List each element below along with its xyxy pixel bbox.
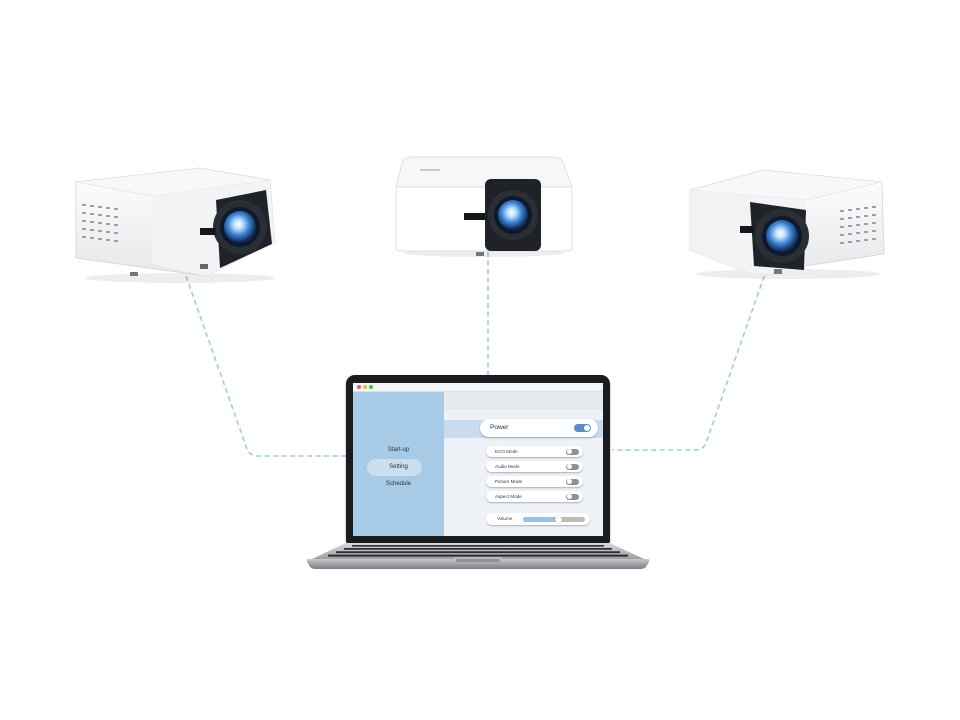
toggle-knob bbox=[566, 464, 572, 469]
setting-label: Audio Mode bbox=[495, 464, 520, 469]
window-titlebar bbox=[353, 383, 603, 392]
sidebar-item-label: Schedule bbox=[385, 481, 412, 487]
volume-slider[interactable] bbox=[523, 516, 585, 523]
toggle-knob bbox=[566, 494, 572, 499]
volume-setting: Volume bbox=[486, 513, 590, 525]
aspect-mode-toggle[interactable] bbox=[566, 493, 579, 500]
setting-label: ECO Mode bbox=[495, 449, 518, 454]
setting-label: Aspect Mode bbox=[495, 494, 522, 499]
laptop-base bbox=[306, 543, 650, 571]
projector-icon bbox=[75, 167, 276, 283]
laptop-screen: Start-up Setting Schedule Power ECO Mode bbox=[353, 383, 603, 536]
power-label: Power bbox=[490, 424, 509, 431]
volume-slider-handle[interactable] bbox=[555, 516, 563, 523]
sidebar-item-label: Setting bbox=[389, 464, 408, 470]
sidebar-item-schedule[interactable]: Schedule bbox=[353, 477, 444, 491]
eco-mode-setting: ECO Mode bbox=[486, 446, 583, 457]
sidebar-item-label: Start-up bbox=[387, 447, 410, 453]
toggle-knob bbox=[584, 425, 590, 431]
content-header bbox=[444, 392, 603, 410]
connection-line-right bbox=[612, 267, 768, 451]
toggle-knob bbox=[566, 449, 572, 454]
picture-mode-toggle[interactable] bbox=[566, 478, 579, 485]
projector-right bbox=[686, 166, 890, 280]
power-setting: Power bbox=[480, 419, 598, 437]
projector-left bbox=[70, 164, 285, 284]
picture-mode-setting: Picture Mode bbox=[486, 476, 583, 487]
window-maximize-icon[interactable] bbox=[369, 385, 373, 389]
volume-slider-fill bbox=[523, 517, 559, 522]
laptop: Start-up Setting Schedule Power ECO Mode bbox=[306, 375, 650, 571]
sidebar: Start-up Setting Schedule bbox=[353, 392, 444, 536]
setting-label: Picture Mode bbox=[495, 479, 523, 484]
volume-label: Volume bbox=[497, 516, 513, 521]
connection-line-left bbox=[185, 275, 348, 457]
keyboard-deck bbox=[306, 543, 650, 569]
sidebar-item-start-up[interactable]: Start-up bbox=[353, 443, 444, 457]
aspect-mode-setting: Aspect Mode bbox=[486, 491, 583, 502]
projector-center bbox=[392, 155, 577, 257]
eco-mode-toggle[interactable] bbox=[566, 448, 579, 455]
sidebar-item-setting[interactable]: Setting bbox=[353, 460, 444, 474]
power-toggle[interactable] bbox=[574, 424, 591, 432]
projector-icon bbox=[395, 156, 573, 257]
projector-icon bbox=[689, 169, 885, 279]
window-minimize-icon[interactable] bbox=[363, 385, 367, 389]
selected-item-highlight bbox=[367, 459, 422, 476]
audio-mode-setting: Audio Mode bbox=[486, 461, 583, 472]
window-close-icon[interactable] bbox=[357, 385, 361, 389]
toggle-knob bbox=[566, 479, 572, 484]
audio-mode-toggle[interactable] bbox=[566, 463, 579, 470]
